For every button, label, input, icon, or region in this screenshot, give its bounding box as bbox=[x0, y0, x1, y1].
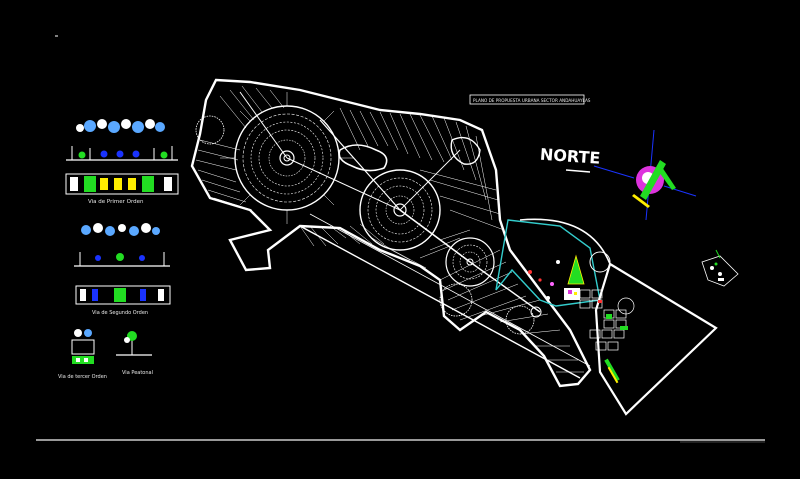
roundabout-east bbox=[445, 237, 495, 287]
radial-main bbox=[220, 92, 354, 224]
urban-plan bbox=[190, 78, 592, 388]
roundabout-center bbox=[359, 169, 441, 251]
civic-markers bbox=[528, 254, 628, 384]
pond-2 bbox=[450, 136, 481, 165]
zone-outline-cyan bbox=[495, 219, 601, 307]
north-indicator: NORTE bbox=[539, 129, 697, 221]
tree-row-primer bbox=[76, 119, 165, 133]
pond bbox=[338, 144, 388, 172]
blocks-south bbox=[299, 223, 584, 373]
section-label-tercer: Via de tercer Orden bbox=[58, 374, 107, 380]
zone-curve-white bbox=[519, 218, 611, 265]
north-label: NORTE bbox=[539, 145, 601, 168]
section-label-peatonal: Via Peatonal bbox=[122, 370, 153, 376]
road-section-segundo: Via de Segundo Orden bbox=[74, 223, 171, 316]
key-map bbox=[701, 249, 739, 287]
road-section-primer: Via de Primer Orden bbox=[65, 119, 179, 205]
road-section-tercer: Via de tercer Orden bbox=[58, 329, 107, 380]
plan-title-text: PLANO DE PROPUESTA URBANA SECTOR ANDAHUA… bbox=[473, 98, 591, 103]
civic-grid bbox=[579, 289, 635, 351]
zone-outline-east bbox=[594, 262, 718, 416]
blocks-west bbox=[195, 85, 285, 211]
civic-zone bbox=[495, 218, 718, 416]
tree-row-segundo bbox=[81, 223, 160, 236]
plan-boundary bbox=[190, 78, 592, 388]
plan-title: PLANO DE PROPUESTA URBANA SECTOR ANDAHUA… bbox=[469, 94, 591, 105]
section-label-primer: Via de Primer Orden bbox=[88, 199, 144, 205]
section-label-segundo: Via de Segundo Orden bbox=[92, 310, 148, 316]
road-section-peatonal: Via Peatonal bbox=[116, 331, 153, 376]
blocks-upper bbox=[339, 107, 505, 231]
